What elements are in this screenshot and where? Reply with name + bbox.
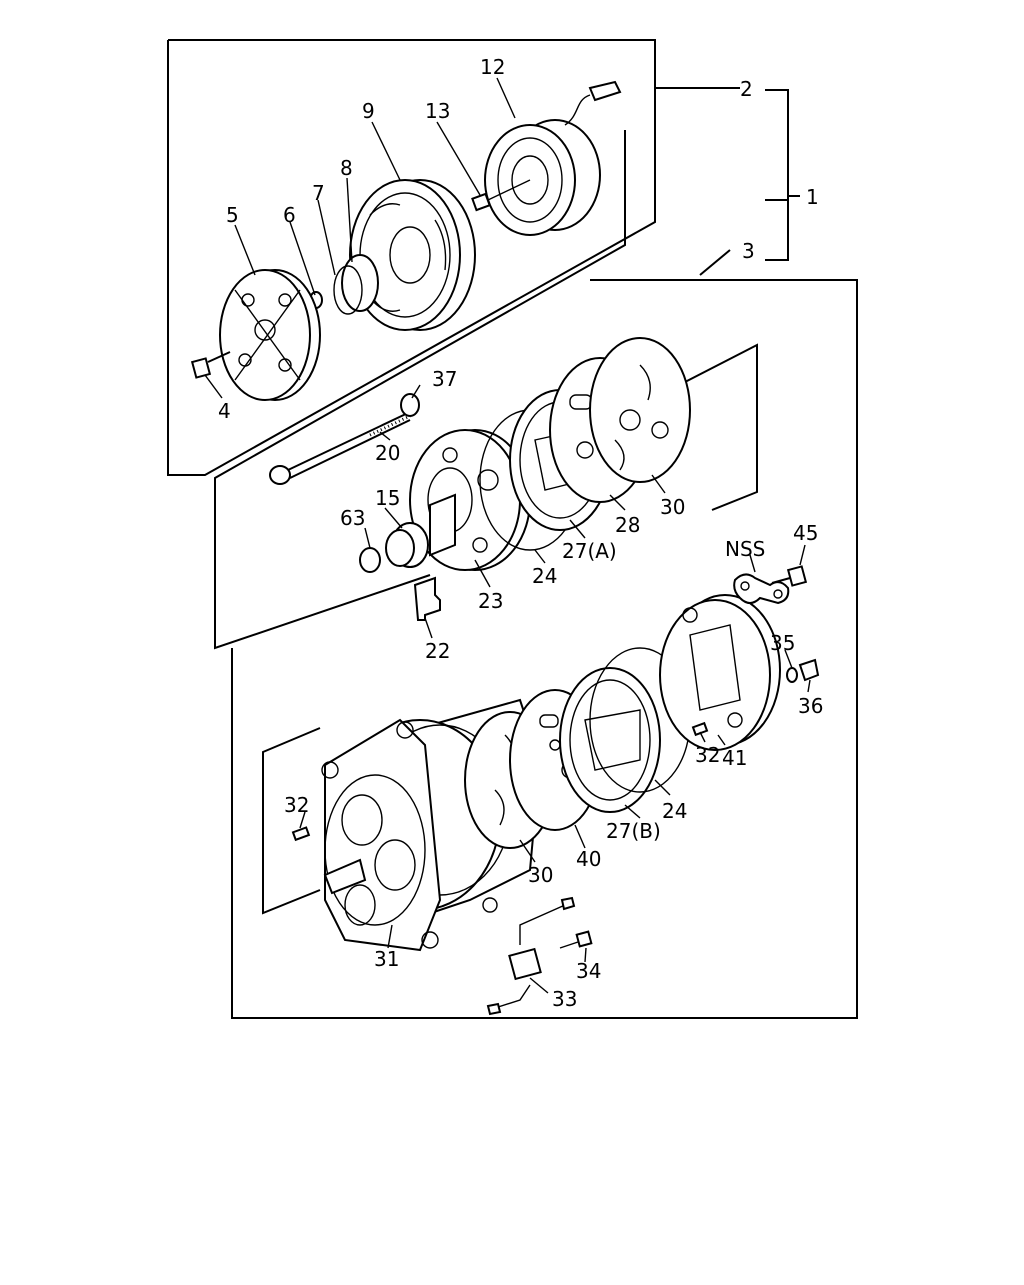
front-head-assembly (269, 337, 691, 621)
shaft-seal (385, 522, 429, 568)
callout-2: 2 (740, 77, 753, 101)
callout-4: 4 (218, 399, 231, 423)
callout-40: 40 (576, 847, 601, 871)
through-bolt (269, 411, 411, 485)
snap-ring-7 (333, 265, 363, 315)
callout-37: 37 (432, 367, 457, 391)
callout-30a: 30 (660, 495, 685, 519)
callout-24a: 24 (532, 564, 557, 588)
callout-28: 28 (615, 513, 640, 537)
callout-nss: NSS (725, 537, 765, 561)
callout-35: 35 (770, 631, 795, 655)
callout-36: 36 (798, 694, 823, 718)
callout-30b: 30 (528, 863, 553, 887)
relief-valve (798, 658, 820, 682)
dowel-pin-right (691, 721, 709, 737)
callout-5: 5 (226, 203, 239, 227)
callout-13: 13 (425, 99, 450, 123)
callout-20: 20 (375, 441, 400, 465)
snap-ring-8 (341, 254, 379, 312)
gasket-b (559, 667, 661, 813)
field-coil (484, 80, 622, 236)
callout-27a: 27(A) (562, 539, 617, 563)
callout-12: 12 (480, 55, 505, 79)
callout-1: 1 (806, 185, 819, 209)
dowel-pin-left (291, 826, 311, 842)
thermal-switch (486, 896, 576, 1016)
switch-screw (559, 930, 593, 949)
callout-labels: 1 2 3 4 5 6 7 8 9 12 13 15 20 22 23 24 2… (218, 55, 823, 1011)
nss-bracket (733, 573, 790, 605)
clutch-assembly (190, 80, 622, 401)
callout-32b: 32 (695, 743, 720, 767)
callout-3: 3 (742, 239, 755, 263)
coil-screw (471, 179, 531, 212)
callout-27b: 27(B) (606, 819, 661, 843)
callout-41: 41 (722, 746, 747, 770)
callout-63: 63 (340, 506, 365, 530)
clutch-bolt (190, 351, 231, 379)
rear-assembly (291, 565, 820, 1016)
seal-key (413, 576, 441, 621)
callout-24b: 24 (662, 799, 687, 823)
front-head (409, 429, 531, 571)
callout-7: 7 (312, 181, 325, 205)
callout-6: 6 (283, 203, 296, 227)
callout-31: 31 (374, 947, 399, 971)
callout-8: 8 (340, 156, 353, 180)
callout-23: 23 (478, 589, 503, 613)
callout-15: 15 (375, 486, 400, 510)
callout-33: 33 (552, 987, 577, 1011)
nss-bolt (771, 565, 808, 587)
callout-22: 22 (425, 639, 450, 663)
group-frames (167, 39, 858, 1019)
reed-valve-a (589, 337, 691, 483)
o-ring-small (786, 667, 798, 683)
seal-washer (359, 547, 381, 573)
callout-9: 9 (362, 99, 375, 123)
rear-head (659, 594, 781, 751)
callout-32a: 32 (284, 793, 309, 817)
leader-lines (204, 77, 811, 994)
callout-45: 45 (793, 521, 818, 545)
washer (400, 393, 420, 417)
callout-34: 34 (576, 959, 601, 983)
clutch-plate (219, 269, 321, 401)
